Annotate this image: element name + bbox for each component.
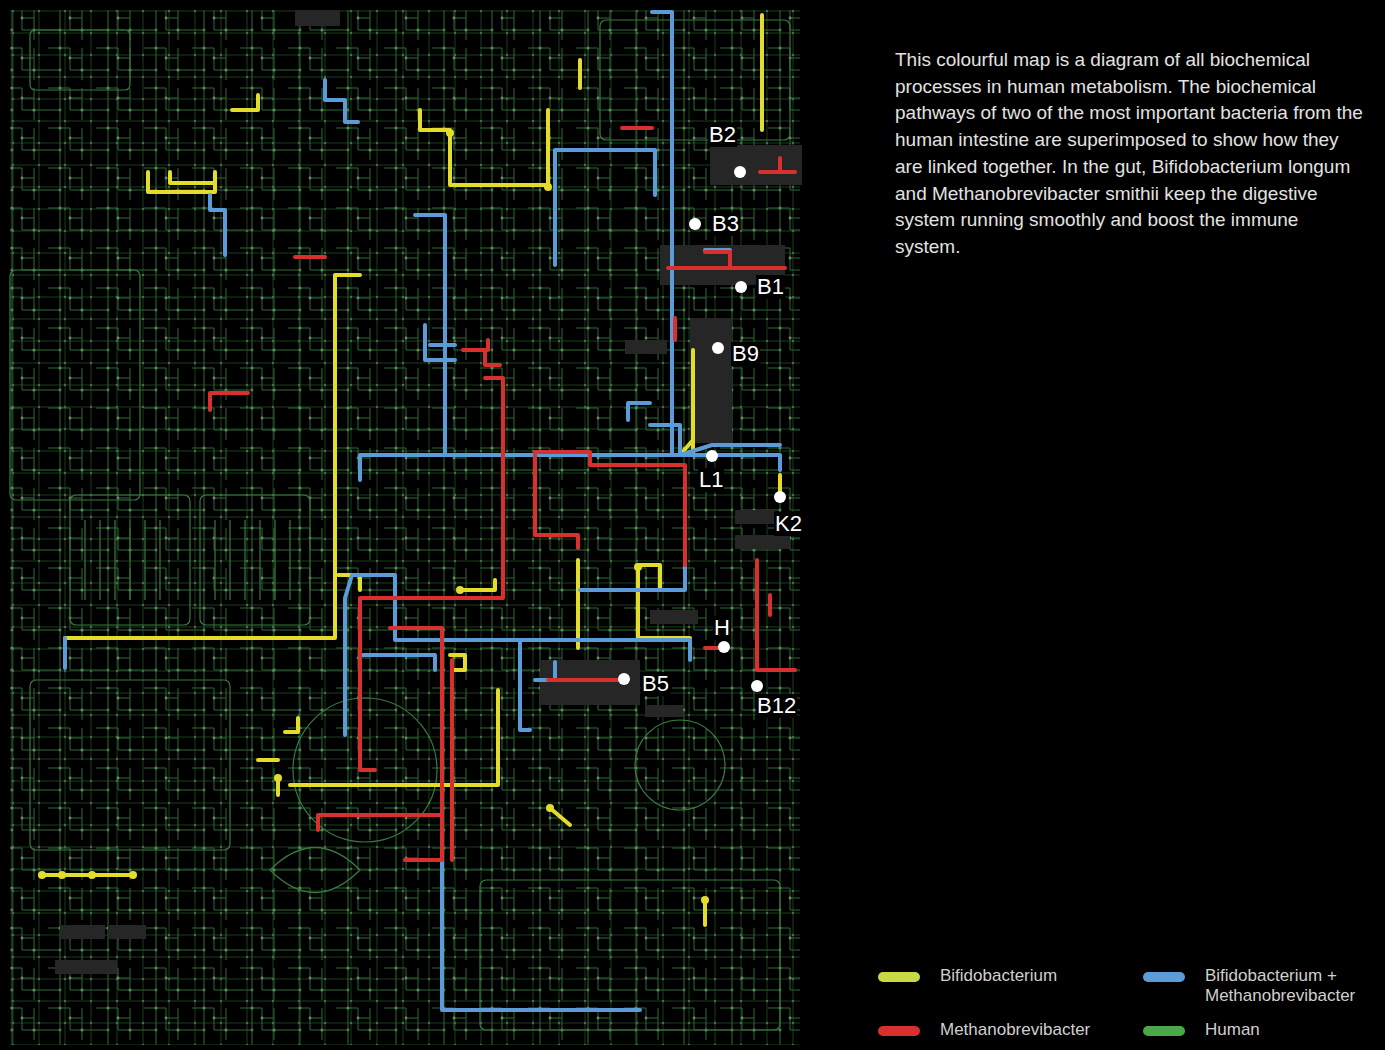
vitamin-label: B1 [756,275,785,299]
vitamin-label: B3 [711,212,740,236]
legend-text: Human [1205,1020,1380,1040]
vitamin-label: B9 [731,342,760,366]
human-network-fine [10,10,800,1045]
legend-swatch [878,972,920,982]
legend-swatch [1143,972,1185,982]
vitamin-label: B2 [708,123,737,147]
legend-swatch [1143,1026,1185,1036]
legend-text: Bifidobacterium + Methanobrevibacter [1205,966,1380,1006]
bifidobacterium-dots [38,129,709,904]
vitamin-label: L1 [698,468,724,492]
vitamin-label: K2 [774,512,803,536]
vitamin-label: B12 [756,694,797,718]
methanobrevibacter-pathways [210,128,795,860]
legend-text: Methanobrevibacter [940,1020,1140,1040]
legend-text: Bifidobacterium [940,966,1140,986]
vitamin-label: H [713,616,731,640]
vitamin-label: B5 [641,672,670,696]
placeholder-blocks [55,10,802,974]
legend-swatch [878,1026,920,1036]
bifidobacterium-pathways [42,15,780,925]
shared-pathways [65,12,780,1010]
vitamin-dots [618,166,786,692]
caption-text: This colourful map is a diagram of all b… [895,47,1365,261]
human-network [10,10,800,1045]
